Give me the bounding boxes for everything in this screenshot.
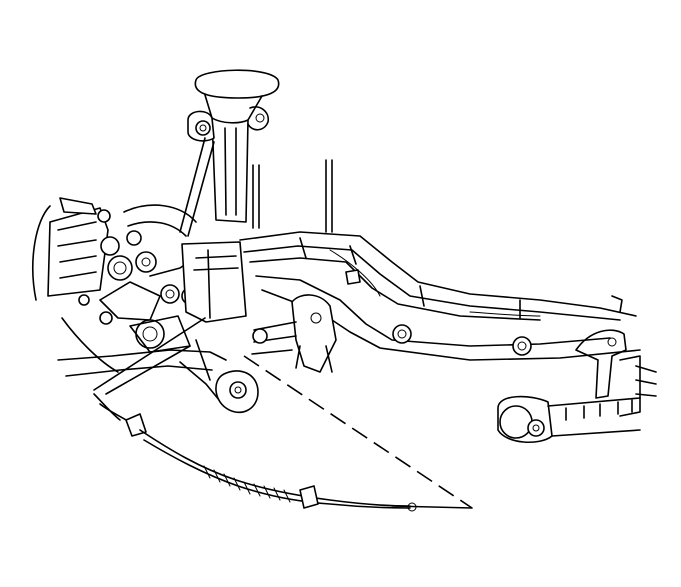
lower-control-arm: [57, 339, 259, 414]
frame-bracket: [252, 294, 337, 373]
knuckle-and-brake-assembly: [32, 197, 231, 373]
bracket-plate: [181, 241, 247, 323]
trailing-link-bushing: [497, 365, 657, 444]
callout-leaders: [93, 317, 473, 509]
parking-brake-cable: [93, 393, 417, 512]
strut-assembly: [179, 69, 333, 237]
